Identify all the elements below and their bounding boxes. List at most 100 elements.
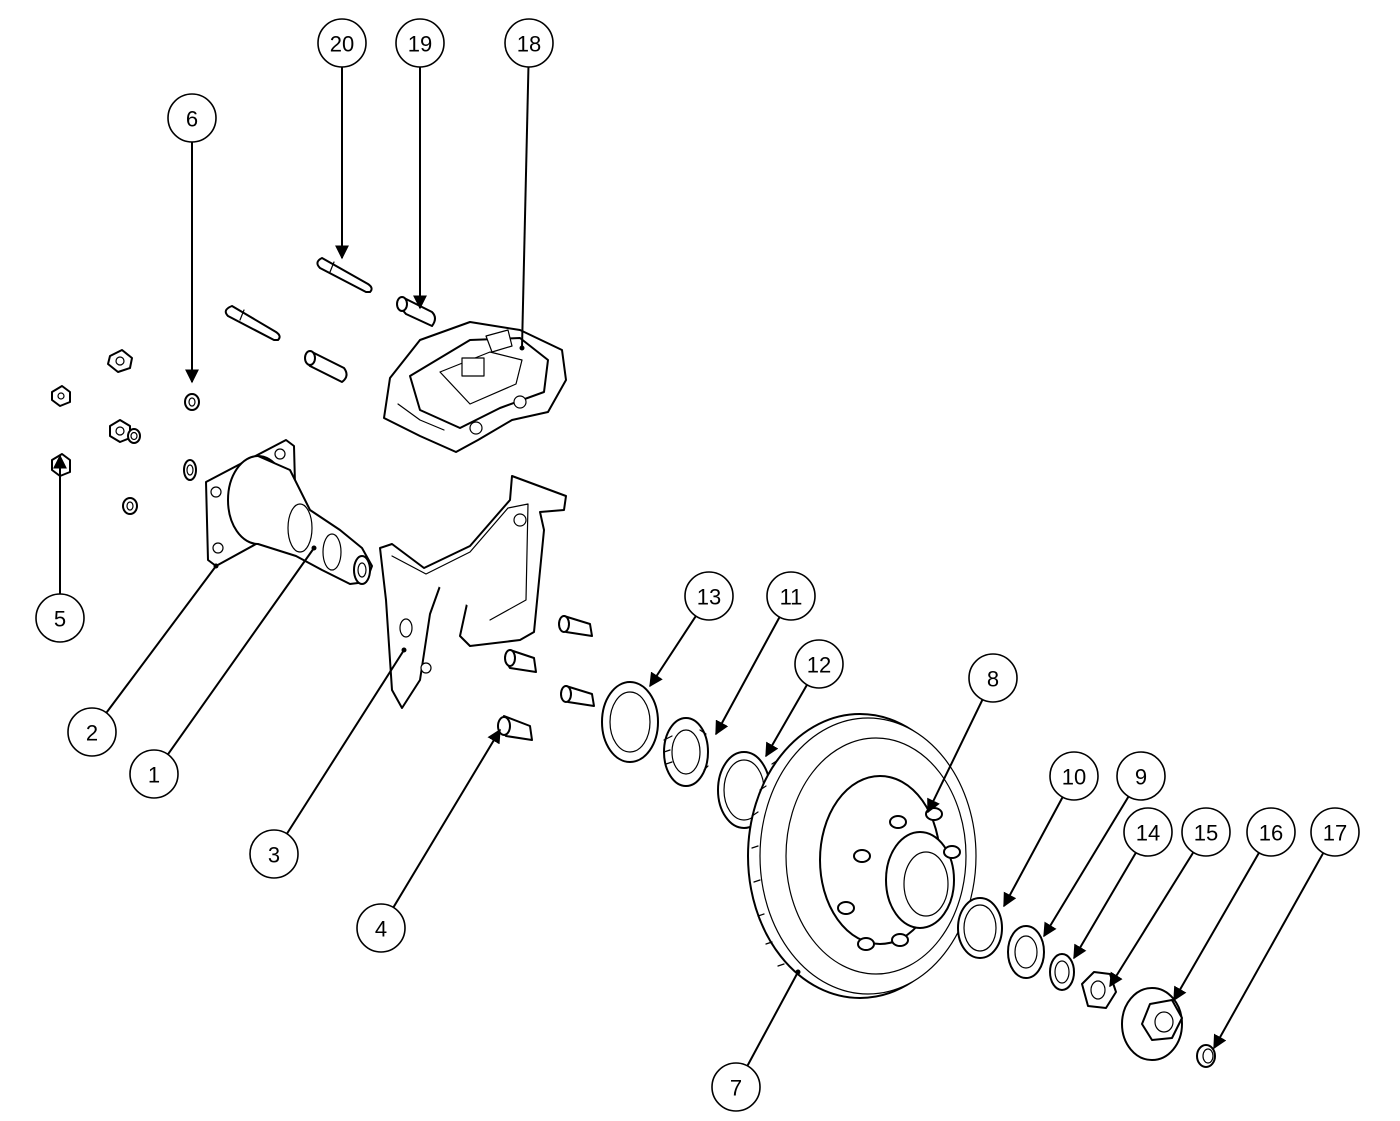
balloon-circle-13: [684, 571, 734, 621]
grease-seal: [601, 681, 659, 763]
leader-line-10: [1003, 796, 1064, 908]
balloon-circle-1: [129, 749, 179, 799]
callout-11: 11: [715, 571, 816, 736]
callout-1: 1: [129, 545, 317, 799]
balloon-label-3: 3: [268, 843, 280, 868]
leader-line-17: [1213, 852, 1325, 1050]
bolt-b: [504, 649, 537, 673]
dust-plug: [1196, 1044, 1216, 1068]
balloon-label-14: 14: [1136, 821, 1160, 846]
leader-line-14: [1073, 852, 1137, 960]
leader-dot-18: [519, 345, 525, 351]
brake-caliper: [383, 321, 567, 453]
leader-dot-2: [213, 563, 219, 569]
washer-b: [122, 497, 138, 515]
leader-dot-7: [795, 969, 801, 975]
spindle: [227, 455, 373, 585]
balloon-circle-4: [356, 903, 406, 953]
hex-nut-b: [51, 385, 71, 407]
leader-line-18: [521, 66, 530, 349]
callout-16: 16: [1173, 807, 1296, 1002]
callout-19: 19: [395, 18, 445, 310]
balloon-circle-12: [794, 639, 844, 689]
leader-line-9: [1043, 796, 1130, 938]
balloon-circle-18: [504, 18, 554, 68]
callout-3: 3: [249, 647, 407, 879]
balloon-circle-19: [395, 18, 445, 68]
leader-line-3: [286, 649, 405, 835]
caliper-sleeve-upper: [396, 296, 436, 327]
balloon-label-8: 8: [987, 667, 999, 692]
balloon-circle-2: [67, 707, 117, 757]
caliper-pin-lower: [224, 305, 281, 341]
balloon-label-2: 2: [86, 721, 98, 746]
leader-line-16: [1173, 852, 1260, 1002]
balloon-label-16: 16: [1259, 821, 1283, 846]
callout-17: 17: [1213, 807, 1360, 1050]
balloon-circle-6: [167, 93, 217, 143]
hex-nut-a: [107, 349, 133, 373]
balloon-circle-7: [711, 1062, 761, 1112]
callout-15: 15: [1109, 807, 1231, 988]
callout-2: 2: [67, 563, 219, 757]
hub-cap: [1121, 987, 1183, 1061]
balloon-label-12: 12: [807, 653, 831, 678]
outer-bearing: [1007, 925, 1045, 979]
leader-line-7: [746, 971, 799, 1067]
balloon-label-18: 18: [517, 32, 541, 57]
balloon-label-1: 1: [148, 763, 160, 788]
balloon-circle-20: [317, 18, 367, 68]
leader-line-4: [392, 728, 501, 908]
castle-nut: [1081, 971, 1117, 1009]
leader-dot-3: [401, 647, 407, 653]
leader-line-1: [167, 547, 315, 755]
balloon-label-15: 15: [1194, 821, 1218, 846]
balloon-circle-3: [249, 829, 299, 879]
balloon-circle-10: [1049, 751, 1099, 801]
balloon-label-6: 6: [186, 107, 198, 132]
balloon-label-10: 10: [1062, 765, 1086, 790]
callout-13: 13: [649, 571, 734, 688]
caliper-pin-upper: [316, 257, 373, 293]
balloon-circle-11: [766, 571, 816, 621]
inner-bearing: [663, 717, 709, 787]
callout-7: 7: [711, 969, 801, 1112]
leader-dot-1: [311, 545, 317, 551]
balloon-circle-5: [35, 593, 85, 643]
callout-14: 14: [1073, 807, 1173, 960]
bolt-a: [558, 615, 593, 637]
washer-a: [184, 393, 200, 411]
callout-8: 8: [927, 653, 1018, 814]
bolt-c: [560, 685, 595, 707]
balloon-circle-15: [1181, 807, 1231, 857]
leader-line-12: [765, 684, 808, 758]
caliper-sleeve-lower: [304, 350, 348, 383]
leader-line-15: [1109, 851, 1195, 988]
balloon-circle-9: [1116, 751, 1166, 801]
balloon-label-20: 20: [330, 32, 354, 57]
balloon-label-4: 4: [375, 917, 387, 942]
leader-line-8: [927, 699, 984, 814]
balloon-circle-16: [1246, 807, 1296, 857]
balloon-label-7: 7: [730, 1076, 742, 1101]
callout-20: 20: [317, 18, 367, 260]
balloon-label-5: 5: [54, 607, 66, 632]
hex-nut-c: [109, 419, 141, 444]
balloon-label-17: 17: [1323, 821, 1347, 846]
balloon-label-19: 19: [408, 32, 432, 57]
callout-18: 18: [504, 18, 554, 351]
callout-4: 4: [356, 728, 501, 953]
balloon-circle-14: [1123, 807, 1173, 857]
balloon-label-11: 11: [780, 585, 803, 610]
spindle-washer: [1049, 953, 1075, 991]
leader-line-13: [649, 615, 697, 688]
callout-5: 5: [35, 454, 85, 643]
callout-9: 9: [1043, 751, 1166, 938]
callout-12: 12: [765, 639, 844, 758]
washer-c: [183, 459, 197, 481]
bolt-d: [497, 715, 533, 741]
callout-6: 6: [167, 93, 217, 384]
balloon-circle-8: [968, 653, 1018, 703]
